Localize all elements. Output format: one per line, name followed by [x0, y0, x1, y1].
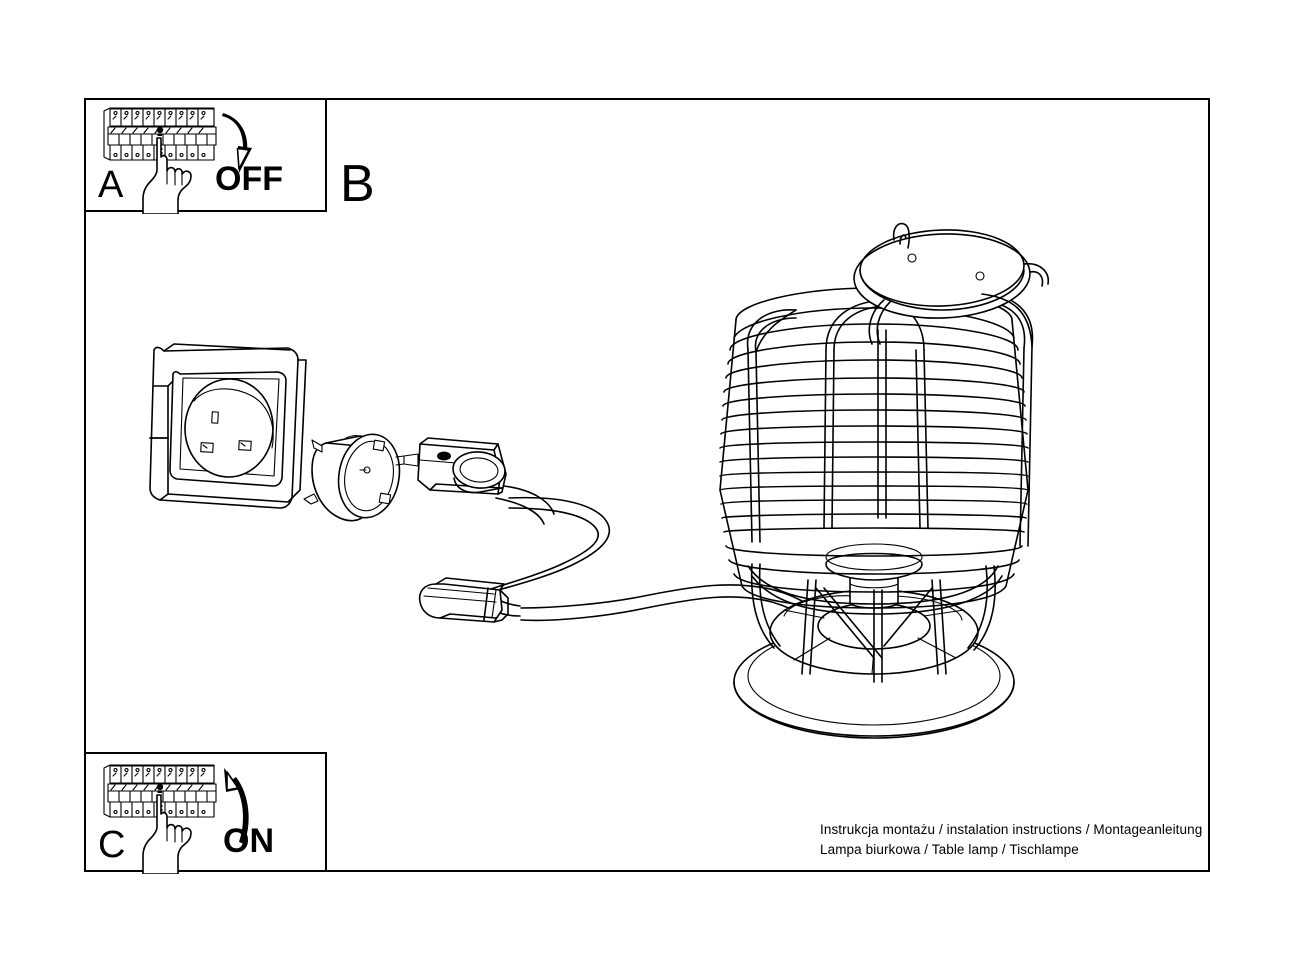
panel-c: C ON	[84, 752, 327, 874]
inline-switch-upper-icon	[395, 437, 507, 495]
panel-b-graphic	[149, 222, 1049, 739]
table-lamp-icon	[719, 222, 1049, 739]
arrow-up-icon	[224, 768, 249, 844]
caption-line-2: Lampa biurkowa / Table lamp / Tischlampe	[820, 842, 1079, 857]
wall-socket-icon	[149, 343, 307, 509]
sheet-border	[84, 98, 1210, 872]
schuko-plug-icon	[303, 433, 401, 522]
inline-switch-lower-icon	[418, 577, 509, 623]
caption-block: Instrukcja montażu / instalation instruc…	[820, 820, 1220, 860]
panel-a-state-label: OFF	[215, 160, 283, 198]
arrow-down-icon	[222, 113, 252, 173]
panel-c-letter: C	[98, 824, 126, 866]
lamp-frame-lower	[747, 563, 1003, 683]
circuit-breaker-panel-icon	[103, 764, 217, 818]
panel-a: A OFF	[84, 98, 327, 214]
panel-c-graphic	[103, 764, 249, 874]
hand-icon	[142, 794, 192, 874]
panel-b-letter: B	[340, 155, 375, 213]
caption-line-1: Instrukcja montażu / instalation instruc…	[820, 822, 1203, 837]
panel-a-graphic	[103, 107, 252, 214]
panel-a-letter: A	[98, 164, 124, 206]
lamp-frame-upper	[746, 222, 1049, 547]
hand-icon	[142, 137, 192, 214]
panel-c-state-label: ON	[223, 822, 274, 860]
